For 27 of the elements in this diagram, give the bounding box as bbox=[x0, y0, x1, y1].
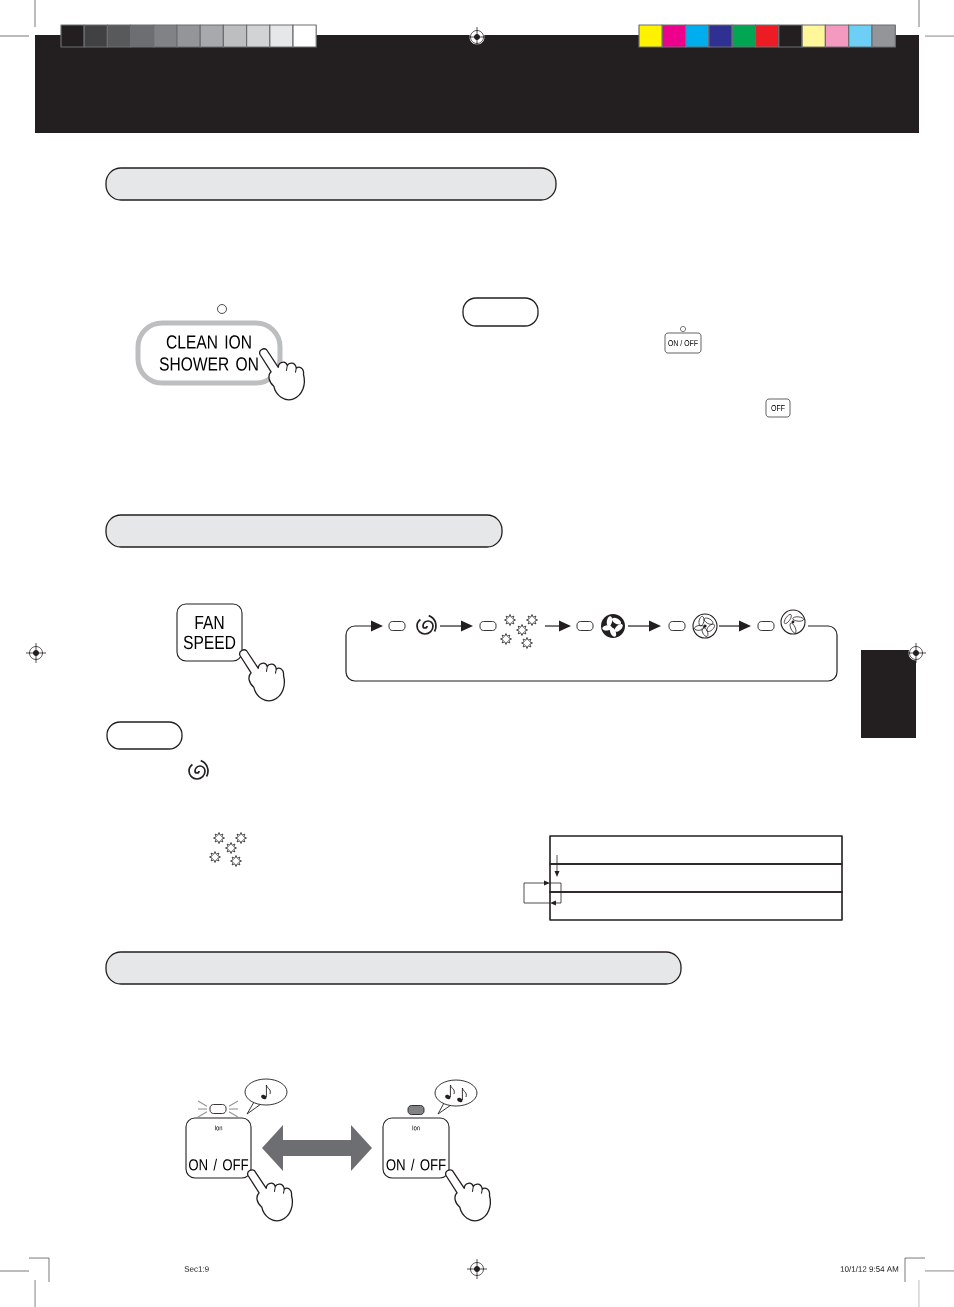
swirl-mode-icon bbox=[388, 614, 437, 635]
push-button: FAN SPEED bbox=[176, 603, 243, 662]
side-tab bbox=[861, 650, 916, 738]
double-arrow bbox=[262, 1125, 372, 1171]
table-row bbox=[549, 863, 843, 893]
footer-text: 10/1/12 9:54 AM bbox=[840, 1266, 899, 1272]
loop-arrow bbox=[549, 882, 562, 906]
sparkle-mode-icon bbox=[479, 614, 538, 649]
loop-arrow bbox=[345, 620, 838, 682]
loop-arrow bbox=[523, 880, 551, 904]
fan-mode-icon bbox=[576, 614, 625, 638]
heading-bar bbox=[105, 514, 503, 548]
footer-text: Sec1:9 bbox=[184, 1266, 209, 1272]
push-button: CLEAN ION SHOWER ON bbox=[135, 320, 283, 386]
fan-mode-icon bbox=[668, 613, 718, 639]
heading-bar bbox=[105, 167, 557, 201]
heading-bar bbox=[105, 951, 682, 985]
note-tag bbox=[462, 297, 539, 327]
arrow bbox=[439, 620, 473, 632]
arrow bbox=[554, 854, 560, 877]
arrow bbox=[627, 620, 661, 632]
arrow bbox=[718, 620, 751, 632]
fan-mode-icon bbox=[757, 609, 806, 635]
table-row bbox=[549, 835, 843, 865]
arrow bbox=[544, 620, 571, 632]
note-tag bbox=[106, 721, 183, 750]
table-row bbox=[549, 891, 843, 921]
